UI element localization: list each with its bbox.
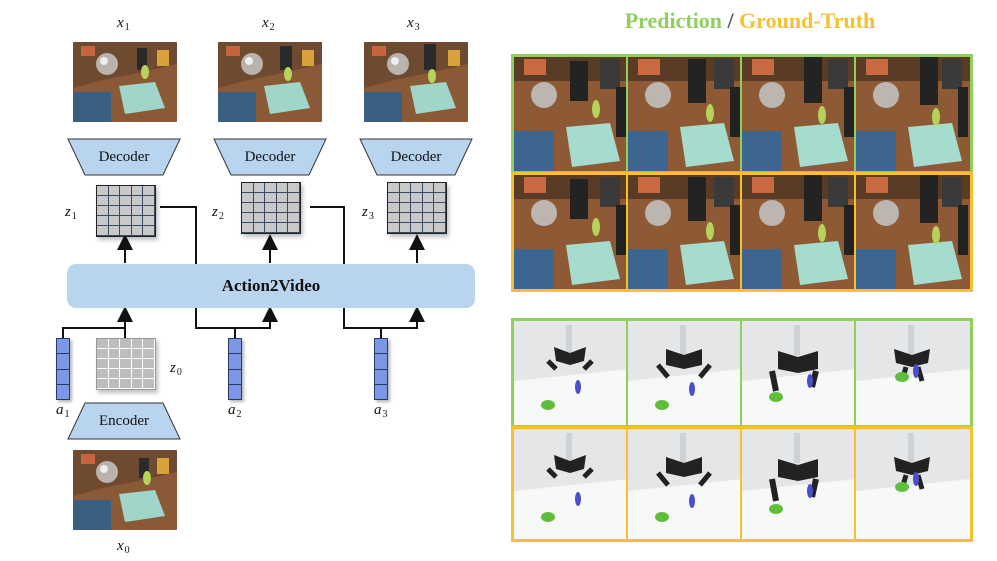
latent-grid-z2 xyxy=(241,182,301,234)
real-pred-frame-1 xyxy=(514,57,628,171)
latent-grid-z0 xyxy=(96,338,156,390)
real-prediction-row xyxy=(511,54,973,174)
real-pred-frame-4 xyxy=(856,57,970,171)
latent-label-z1: z1 xyxy=(65,204,77,222)
legend-separator: / xyxy=(722,8,740,33)
legend-ground-truth: Ground-Truth xyxy=(739,8,876,33)
robot-frame-x3 xyxy=(364,42,468,122)
decoder-block-3: Decoder xyxy=(359,138,473,176)
sim-ground-truth-row xyxy=(511,426,973,542)
real-gt-frame-2 xyxy=(628,175,742,289)
action-vector-a3 xyxy=(374,338,388,400)
sim-prediction-row xyxy=(511,318,973,428)
action-label-a1: a1 xyxy=(56,402,70,420)
action-vector-a1 xyxy=(56,338,70,400)
sim-pred-frame-4 xyxy=(856,321,970,425)
encoder-block: Encoder xyxy=(67,402,181,440)
real-gt-frame-4 xyxy=(856,175,970,289)
real-pred-frame-2 xyxy=(628,57,742,171)
frame-label-x3: x3 xyxy=(407,15,420,33)
legend-prediction: Prediction xyxy=(624,8,723,33)
action-vector-a2 xyxy=(228,338,242,400)
latent-label-z0: z0 xyxy=(170,360,182,378)
legend-title: Prediction / Ground-Truth xyxy=(520,8,980,34)
latent-grid-z1 xyxy=(96,185,156,237)
robot-frame-x1 xyxy=(73,42,177,122)
frame-label-x0: x0 xyxy=(117,538,130,556)
action-label-a3: a3 xyxy=(374,402,388,420)
action-label-a2: a2 xyxy=(228,402,242,420)
robot-frame-x0 xyxy=(73,450,177,530)
real-pred-frame-3 xyxy=(742,57,856,171)
sim-gt-frame-3 xyxy=(742,429,856,539)
latent-label-z2: z2 xyxy=(212,204,224,222)
decoder-block-2: Decoder xyxy=(213,138,327,176)
sim-pred-frame-1 xyxy=(514,321,628,425)
sim-gt-frame-4 xyxy=(856,429,970,539)
connector-lines xyxy=(62,206,425,338)
decoder-block-1: Decoder xyxy=(67,138,181,176)
frame-label-x1: x1 xyxy=(117,15,130,33)
action2video-block: Action2Video xyxy=(67,264,475,308)
sim-gt-frame-2 xyxy=(628,429,742,539)
frame-label-x2: x2 xyxy=(262,15,275,33)
sim-pred-frame-3 xyxy=(742,321,856,425)
sim-gt-frame-1 xyxy=(514,429,628,539)
real-gt-frame-3 xyxy=(742,175,856,289)
real-ground-truth-row xyxy=(511,172,973,292)
sim-pred-frame-2 xyxy=(628,321,742,425)
latent-label-z3: z3 xyxy=(362,204,374,222)
latent-grid-z3 xyxy=(387,182,447,234)
robot-frame-x2 xyxy=(218,42,322,122)
real-gt-frame-1 xyxy=(514,175,628,289)
